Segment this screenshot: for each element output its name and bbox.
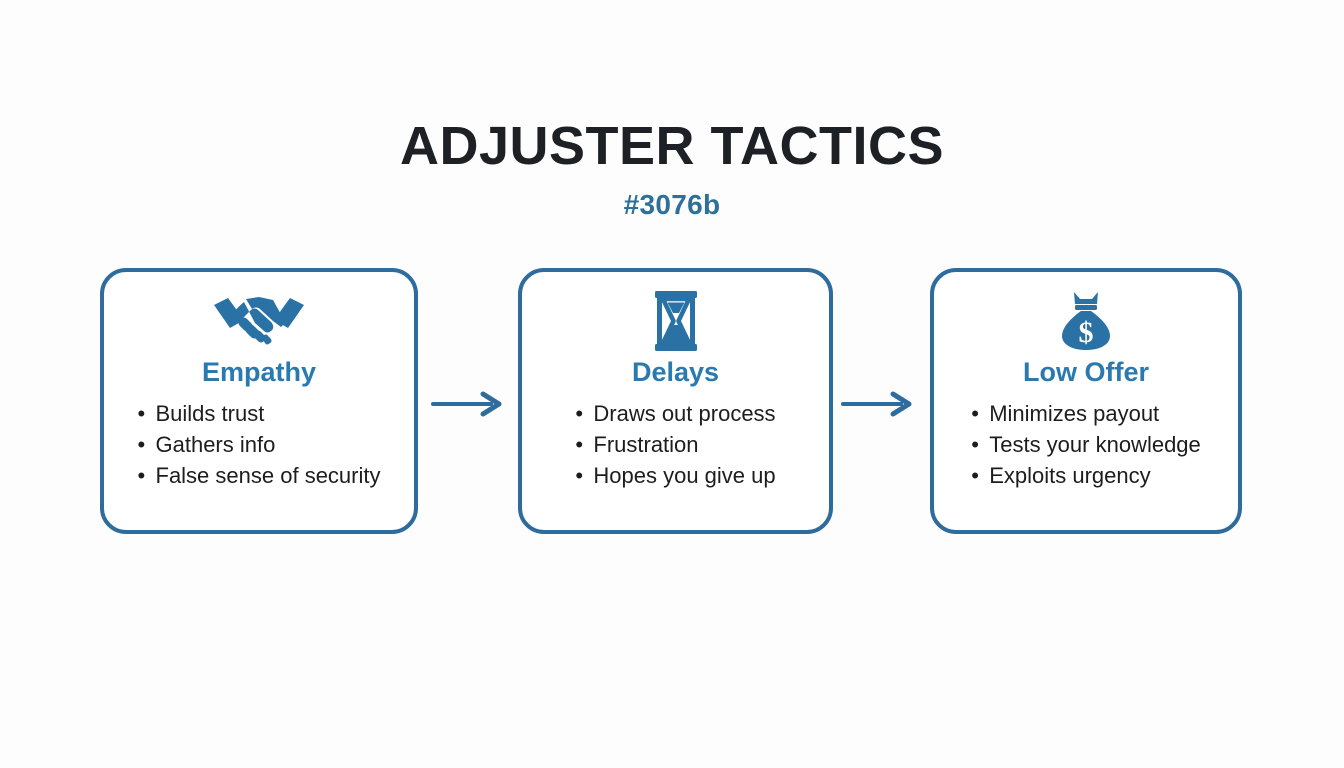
list-item: Minimizes payout [971, 398, 1201, 429]
tactics-flow: Empathy Builds trust Gathers info False … [100, 268, 1242, 534]
list-item: Frustration [575, 429, 775, 460]
tactic-card-empathy[interactable]: Empathy Builds trust Gathers info False … [100, 268, 418, 534]
header: ADJUSTER TACTICS #3076b [0, 118, 1344, 221]
list-item: Exploits urgency [971, 460, 1201, 491]
svg-text:$: $ [1079, 316, 1094, 349]
arrow-right-icon [431, 390, 505, 418]
money-bag-icon: $ [1057, 290, 1115, 352]
list-item: False sense of security [138, 460, 381, 491]
list-item: Draws out process [575, 398, 775, 429]
handshake-icon [211, 290, 307, 352]
list-item: Builds trust [138, 398, 381, 429]
card-bullet-list: Builds trust Gathers info False sense of… [138, 398, 381, 492]
tactic-card-delays[interactable]: Delays Draws out process Frustration Hop… [518, 268, 833, 534]
card-title: Empathy [201, 357, 317, 387]
list-item: Tests your knowledge [971, 429, 1201, 460]
card-bullet-list: Minimizes payout Tests your knowledge Ex… [971, 398, 1201, 492]
page-subtitle: #3076b [623, 188, 721, 220]
page-title: ADJUSTER TACTICS [399, 116, 945, 176]
card-bullet-list: Draws out process Frustration Hopes you … [575, 398, 775, 492]
list-item: Hopes you give up [575, 460, 775, 491]
card-title: Low Offer [1023, 357, 1149, 387]
card-title: Delays [631, 357, 720, 387]
arrow-right-icon [841, 390, 915, 418]
list-item: Gathers info [138, 429, 381, 460]
hourglass-icon [649, 290, 703, 352]
tactic-card-low-offer[interactable]: $ Low Offer Minimizes payout Tests your … [930, 268, 1242, 534]
